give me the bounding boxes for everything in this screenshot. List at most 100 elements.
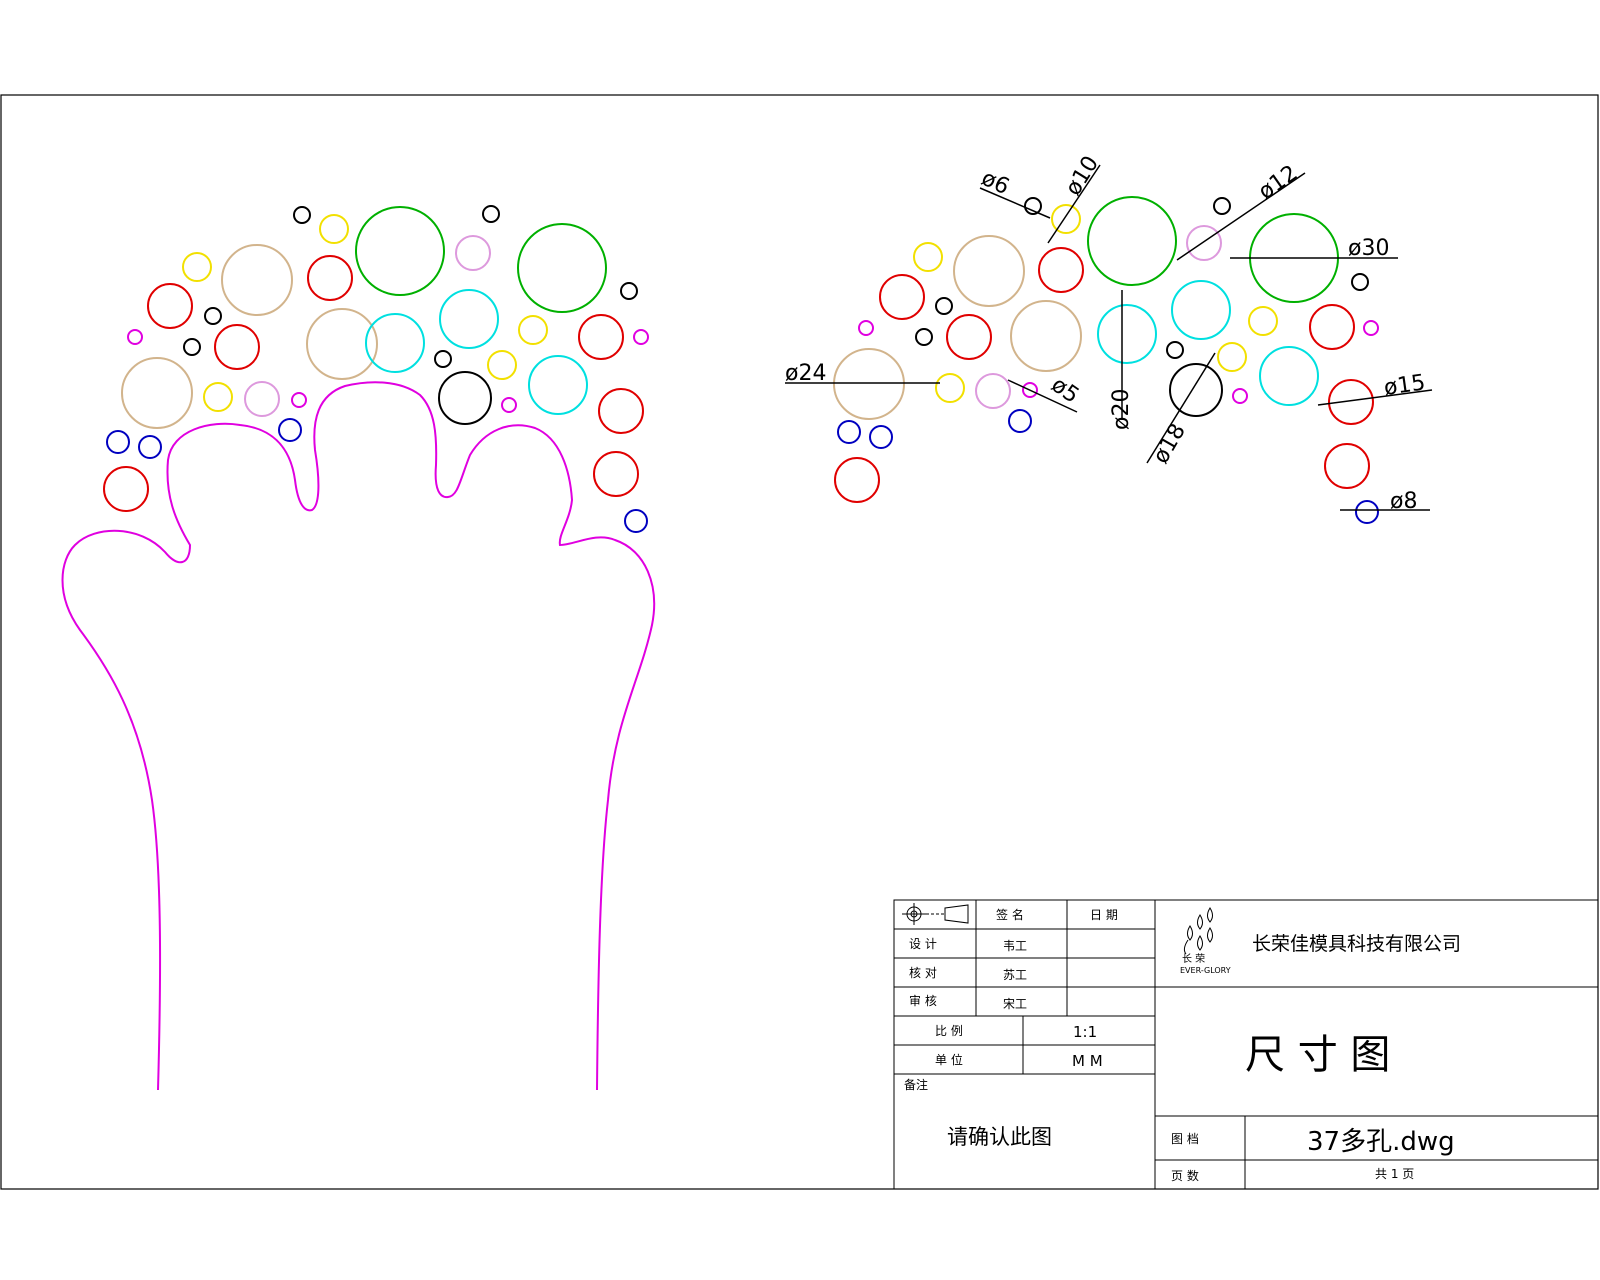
dim-label-20: ø20 xyxy=(1109,389,1134,430)
right-hole-cyan xyxy=(1259,346,1319,406)
dim-label-8: ø8 xyxy=(1390,489,1417,514)
right-hole-blue xyxy=(1355,500,1379,524)
design-name: 韦工 xyxy=(1003,939,1027,953)
left-hole-red xyxy=(598,388,644,434)
right-hole-red xyxy=(879,274,925,320)
review-label: 审 核 xyxy=(909,993,937,1008)
company-name: 长荣佳模具科技有限公司 xyxy=(1252,933,1461,955)
left-hole-cyan xyxy=(439,289,499,349)
notes-label: 备注 xyxy=(904,1077,928,1092)
pages-label: 页 数 xyxy=(1171,1168,1199,1183)
left-hole-tan xyxy=(221,244,293,316)
left-hole-tan xyxy=(121,357,193,429)
right-hole-black xyxy=(915,328,933,346)
paw-outline xyxy=(61,381,656,1091)
left-hole-black xyxy=(620,282,638,300)
dim-label-6: ø6 xyxy=(977,166,1012,200)
right-hole-black xyxy=(935,297,953,315)
right-hole-magenta xyxy=(1232,388,1248,404)
right-hole-black xyxy=(1024,197,1042,215)
scale-value: 1:1 xyxy=(1073,1023,1097,1041)
right-hole-tan xyxy=(953,235,1025,307)
projection-symbol-icon xyxy=(902,903,969,925)
left-hole-black xyxy=(434,350,452,368)
right-hole-black xyxy=(1213,197,1231,215)
dim-label-15: ø15 xyxy=(1382,370,1427,401)
left-hole-cyan xyxy=(528,355,588,415)
review-name: 宋工 xyxy=(1003,996,1027,1011)
left-hole-red xyxy=(103,466,149,512)
left-hole-pink xyxy=(455,235,491,271)
left-hole-black xyxy=(183,338,201,356)
right-hole-pattern xyxy=(833,196,1379,524)
right-hole-yellow xyxy=(935,373,965,403)
right-hole-red xyxy=(834,457,880,503)
drawing-title: 尺 寸 图 xyxy=(1245,1032,1390,1078)
right-hole-cyan xyxy=(1097,304,1157,364)
pages-value: 共 1 页 xyxy=(1375,1167,1414,1181)
left-hole-magenta xyxy=(291,392,307,408)
left-hole-cyan xyxy=(365,313,425,373)
right-hole-pink xyxy=(1186,225,1222,261)
left-hole-yellow xyxy=(203,382,233,412)
sign-header: 签 名 xyxy=(996,907,1024,922)
left-hole-blue xyxy=(138,435,162,459)
left-hole-green xyxy=(355,206,445,296)
right-hole-tan xyxy=(833,348,905,420)
right-hole-magenta xyxy=(858,320,874,336)
right-hole-yellow xyxy=(913,242,943,272)
right-hole-red xyxy=(946,314,992,360)
drawing-frame xyxy=(0,94,1599,1190)
unit-value: M M xyxy=(1072,1052,1103,1070)
dim-label-18: ø18 xyxy=(1149,420,1191,468)
left-hole-red xyxy=(578,314,624,360)
left-hole-red xyxy=(307,255,353,301)
right-hole-yellow xyxy=(1051,204,1081,234)
right-hole-black xyxy=(1351,273,1369,291)
left-hole-blue xyxy=(106,430,130,454)
left-hole-blue xyxy=(278,418,302,442)
right-hole-blue xyxy=(869,425,893,449)
left-hole-pink xyxy=(244,381,280,417)
dim-label-12: ø12 xyxy=(1254,161,1302,205)
notes-text: 请确认此图 xyxy=(947,1125,1052,1149)
right-hole-tan xyxy=(1010,300,1082,372)
left-hole-red xyxy=(214,324,260,370)
left-hole-black xyxy=(293,206,311,224)
right-hole-blue xyxy=(837,420,861,444)
left-hole-blue xyxy=(624,509,648,533)
left-hole-yellow xyxy=(319,214,349,244)
logo-cn: 长 荣 xyxy=(1182,953,1205,965)
left-hole-tan xyxy=(306,308,378,380)
logo-en: EVER-GLORY xyxy=(1180,966,1231,975)
file-name: 37多孔.dwg xyxy=(1307,1127,1455,1157)
right-hole-red xyxy=(1328,379,1374,425)
right-hole-magenta xyxy=(1363,320,1379,336)
title-block xyxy=(893,899,1599,1190)
right-hole-cyan xyxy=(1171,280,1231,340)
dim-label-5: ø5 xyxy=(1047,372,1084,408)
right-hole-black xyxy=(1169,363,1223,417)
left-hole-magenta xyxy=(633,329,649,345)
dim-label-24: ø24 xyxy=(785,361,826,386)
dimension-leaders xyxy=(785,164,1433,511)
left-hole-red xyxy=(147,283,193,329)
right-hole-red xyxy=(1324,443,1370,489)
company-logo-icon xyxy=(1183,907,1213,955)
check-label: 核 对 xyxy=(909,966,937,980)
left-hole-black xyxy=(204,307,222,325)
left-hole-yellow xyxy=(487,350,517,380)
left-hole-black xyxy=(482,205,500,223)
right-hole-magenta xyxy=(1022,382,1038,398)
left-hole-black xyxy=(438,371,492,425)
right-hole-pink xyxy=(975,373,1011,409)
design-label: 设 计 xyxy=(909,937,937,951)
right-hole-yellow xyxy=(1217,342,1247,372)
unit-label: 单 位 xyxy=(935,1052,963,1067)
left-hole-pattern xyxy=(103,205,649,533)
right-hole-blue xyxy=(1008,409,1032,433)
left-hole-green xyxy=(517,223,607,313)
date-header: 日 期 xyxy=(1090,908,1118,922)
check-name: 苏工 xyxy=(1003,968,1027,982)
